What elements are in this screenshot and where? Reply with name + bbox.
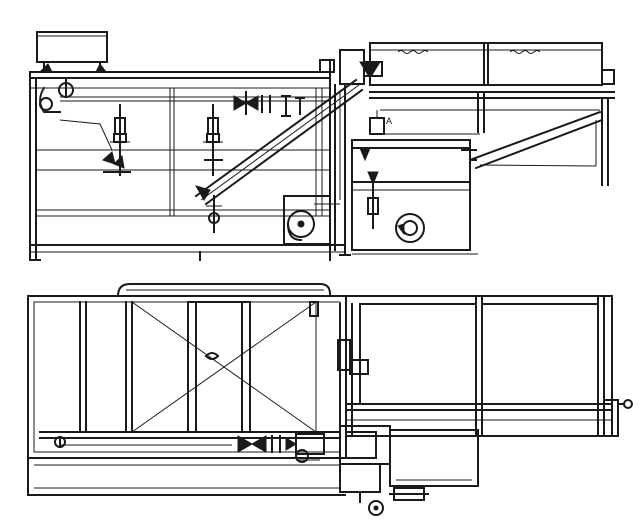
plan-frame <box>27 283 347 496</box>
upper-drum <box>369 42 615 186</box>
callout-a-fitting: A <box>369 110 392 135</box>
plan-tank <box>337 295 633 437</box>
plan-pump-motor <box>339 425 479 516</box>
main-frame <box>29 59 351 261</box>
spray-nozzle-2 <box>203 104 223 176</box>
control-valves <box>233 91 305 117</box>
elevator-column <box>334 49 383 251</box>
side-elevation-view: A <box>29 31 615 261</box>
discharge-chute <box>380 109 604 170</box>
main-tank <box>351 139 478 255</box>
plan-valves <box>237 433 325 463</box>
plan-view <box>27 283 633 516</box>
plan-screen-panels <box>39 301 341 448</box>
callout-a-label: A <box>386 116 392 126</box>
feed-hopper <box>36 31 108 73</box>
drive-motor <box>283 195 340 245</box>
spray-nozzle-1 <box>102 104 131 176</box>
inclined-conveyor <box>194 78 364 233</box>
